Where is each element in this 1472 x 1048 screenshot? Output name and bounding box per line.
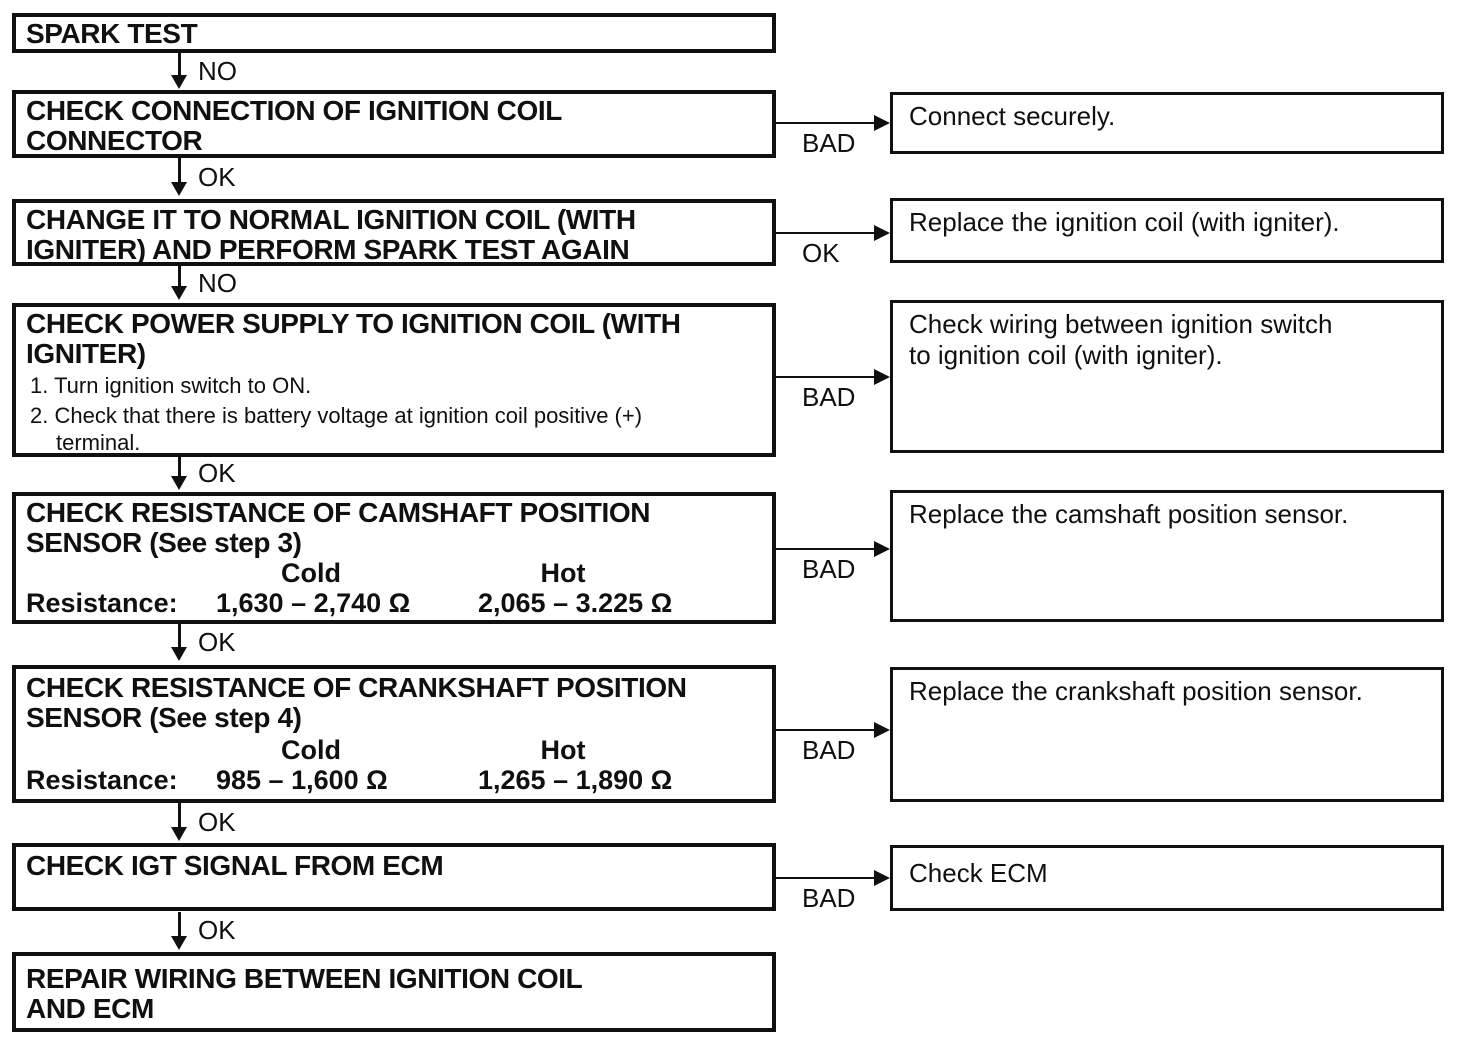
cold-resistance-value: 1,630 – 2,740 Ω	[216, 588, 411, 618]
right-arrow-line	[776, 729, 874, 731]
cold-resistance-value: 985 – 1,600 Ω	[216, 765, 388, 795]
right-arrowhead-icon	[874, 225, 890, 241]
branch-label-bad: BAD	[802, 735, 856, 765]
down-arrow-line	[178, 624, 181, 647]
action-node-replace-coil: Replace the ignition coil (with igniter)…	[890, 198, 1444, 263]
action-node-connect-securely: Connect securely.	[890, 92, 1444, 154]
hot-resistance-value: 1,265 – 1,890 Ω	[478, 765, 673, 795]
right-arrowhead-icon	[874, 541, 890, 557]
down-arrow-line	[178, 456, 181, 476]
branch-label-ok: OK	[198, 627, 236, 657]
action-text: Replace the ignition coil (with igniter)…	[909, 207, 1340, 237]
resistance-value-row: Resistance: 985 – 1,600 Ω 1,265 – 1,890 …	[16, 765, 772, 795]
action-text: Check ECM	[909, 858, 1048, 888]
node-title-line: CHECK POWER SUPPLY TO IGNITION COIL (WIT…	[26, 308, 681, 339]
flow-node-igt-signal: CHECK IGT SIGNAL FROM ECM	[12, 843, 776, 911]
action-text-line: to ignition coil (with igniter).	[909, 340, 1223, 370]
right-arrowhead-icon	[874, 115, 890, 131]
action-text: Replace the camshaft position sensor.	[909, 499, 1349, 529]
cold-column-header: Cold	[281, 735, 341, 765]
right-arrow-line	[776, 877, 874, 879]
action-node-replace-crankshaft-sensor: Replace the crankshaft position sensor.	[890, 667, 1444, 802]
action-text: Connect securely.	[909, 101, 1116, 131]
branch-label-bad: BAD	[802, 382, 856, 412]
branch-label-bad: BAD	[802, 128, 856, 158]
hot-column-header: Hot	[540, 558, 586, 588]
down-arrow-line	[178, 158, 181, 182]
node-title: SPARK TEST	[26, 18, 198, 49]
node-title-line: CHANGE IT TO NORMAL IGNITION COIL (WITH	[26, 204, 636, 235]
branch-label-no: NO	[198, 268, 237, 298]
node-title-line: SENSOR (See step 4)	[26, 702, 302, 733]
procedure-step: 1. Turn ignition switch to ON.	[30, 373, 312, 398]
action-text-line: Check wiring between ignition switch	[909, 309, 1333, 339]
node-title-line: CHECK RESISTANCE OF CRANKSHAFT POSITION	[26, 672, 687, 703]
down-arrowhead-icon	[171, 286, 187, 300]
right-arrowhead-icon	[874, 369, 890, 385]
flow-node-spark-test: SPARK TEST	[12, 13, 776, 53]
right-arrow-line	[776, 548, 874, 550]
down-arrowhead-icon	[171, 182, 187, 196]
down-arrow-line	[178, 266, 181, 286]
action-node-replace-camshaft-sensor: Replace the camshaft position sensor.	[890, 490, 1444, 622]
flow-node-check-connection: CHECK CONNECTION OF IGNITION COIL CONNEC…	[12, 90, 776, 158]
down-arrowhead-icon	[171, 647, 187, 661]
procedure-step: 2. Check that there is battery voltage a…	[30, 403, 643, 428]
down-arrow-line	[178, 53, 181, 75]
branch-label-ok: OK	[198, 162, 236, 192]
right-arrow-line	[776, 122, 874, 124]
node-title-line: IGNITER)	[26, 338, 146, 369]
flow-node-crankshaft-resistance: CHECK RESISTANCE OF CRANKSHAFT POSITION …	[12, 665, 776, 803]
flow-node-repair-wiring: REPAIR WIRING BETWEEN IGNITION COIL AND …	[12, 952, 776, 1032]
down-arrowhead-icon	[171, 936, 187, 950]
right-arrowhead-icon	[874, 870, 890, 886]
resistance-header-row: Cold Hot	[16, 558, 772, 588]
node-title-line: SENSOR (See step 3)	[26, 527, 302, 558]
node-title-line: CHECK RESISTANCE OF CAMSHAFT POSITION	[26, 497, 651, 528]
procedure-step-continuation: terminal.	[56, 430, 141, 455]
branch-label-ok: OK	[198, 458, 236, 488]
down-arrowhead-icon	[171, 827, 187, 841]
node-title-line: IGNITER) AND PERFORM SPARK TEST AGAIN	[26, 234, 630, 265]
right-arrow-line	[776, 376, 874, 378]
down-arrowhead-icon	[171, 476, 187, 490]
hot-column-header: Hot	[540, 735, 586, 765]
action-node-check-ecm: Check ECM	[890, 845, 1444, 911]
node-title-line: REPAIR WIRING BETWEEN IGNITION COIL	[26, 963, 583, 994]
action-node-check-wiring: Check wiring between ignition switch to …	[890, 300, 1444, 453]
node-title-line: CHECK CONNECTION OF IGNITION COIL	[26, 95, 562, 126]
branch-label-ok: OK	[198, 807, 236, 837]
cold-column-header: Cold	[281, 558, 341, 588]
branch-label-bad: BAD	[802, 883, 856, 913]
down-arrowhead-icon	[171, 75, 187, 89]
resistance-value-row: Resistance: 1,630 – 2,740 Ω 2,065 – 3.22…	[16, 588, 772, 618]
branch-label-no: NO	[198, 56, 237, 86]
flow-node-camshaft-resistance: CHECK RESISTANCE OF CAMSHAFT POSITION SE…	[12, 492, 776, 624]
flow-node-check-power: CHECK POWER SUPPLY TO IGNITION COIL (WIT…	[12, 303, 776, 457]
node-title-line: AND ECM	[26, 993, 154, 1024]
right-arrowhead-icon	[874, 722, 890, 738]
resistance-header-row: Cold Hot	[16, 735, 772, 765]
branch-label-ok: OK	[198, 915, 236, 945]
branch-label-bad: BAD	[802, 554, 856, 584]
resistance-label: Resistance:	[26, 588, 178, 618]
branch-label-ok: OK	[802, 238, 840, 268]
down-arrow-line	[178, 912, 181, 936]
node-title: CHECK IGT SIGNAL FROM ECM	[26, 850, 444, 881]
flow-node-change-coil: CHANGE IT TO NORMAL IGNITION COIL (WITH …	[12, 199, 776, 266]
right-arrow-line	[776, 232, 874, 234]
hot-resistance-value: 2,065 – 3.225 Ω	[478, 588, 673, 618]
resistance-label: Resistance:	[26, 765, 178, 795]
action-text: Replace the crankshaft position sensor.	[909, 676, 1363, 706]
down-arrow-line	[178, 803, 181, 827]
node-title-line: CONNECTOR	[26, 125, 203, 156]
